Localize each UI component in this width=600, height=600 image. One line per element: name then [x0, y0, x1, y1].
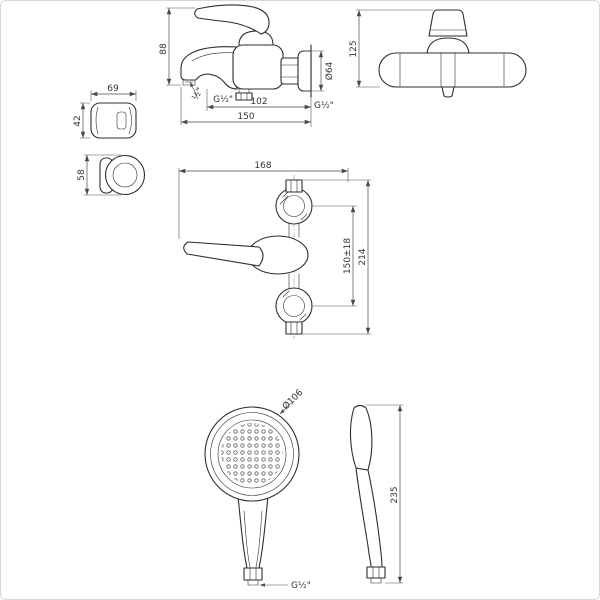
bottom-hex-facets: [290, 321, 298, 335]
top-flange: [275, 187, 313, 225]
top-hex-nut: [285, 179, 303, 193]
dim-holder-height: 58: [77, 154, 121, 196]
hose-nut: [243, 567, 263, 581]
hose-nut-facets: [249, 567, 257, 581]
hose-stub: [247, 579, 259, 586]
dim-label-214: 214: [358, 248, 368, 265]
top-flange-inner: [283, 195, 305, 217]
top-hex-facets: [290, 179, 298, 193]
dim-projection: 150: [180, 87, 311, 125]
mixer-vertical-view: 168 150±18 214: [178, 161, 371, 339]
bracket-front-view: 58: [77, 154, 146, 196]
mixer-side-view: 88 Ø64 G½" ½" 102 150 G½": [159, 4, 335, 127]
cartridge-dome: [238, 30, 274, 46]
dim-height-214: 214: [303, 179, 371, 335]
label-hose-thread: G½": [291, 581, 311, 591]
spray-nozzles: [221, 423, 283, 485]
mixer-front-view: 125: [349, 9, 527, 98]
bracket-contours: [95, 106, 132, 135]
spout-aerator: [182, 79, 196, 86]
handshower-handle-contours: [243, 510, 263, 568]
dim-label-88: 88: [159, 43, 169, 55]
handshower-front-view: Ø106 G½": [204, 387, 311, 591]
bracket-slot: [116, 111, 127, 130]
side-hose-nut-facets: [372, 566, 380, 579]
shower-outlet-nut-facets: [240, 92, 248, 101]
dim-connection-centers: 150±18: [313, 205, 357, 307]
dim-bracket-height: 42: [73, 102, 90, 139]
bracket-side-view: 69 42: [73, 84, 137, 139]
dim-label-150: 150: [237, 112, 254, 122]
dim-bracket-width: 69: [90, 84, 137, 101]
shower-outlet-nut: [235, 92, 253, 101]
valve-lever: [183, 241, 264, 267]
handshower-side-view: 235: [349, 404, 403, 584]
side-head: [349, 404, 373, 471]
dim-overall-height: 88: [159, 7, 195, 86]
side-hose-stub: [370, 577, 382, 584]
dim-label-d106: Ø106: [280, 387, 305, 412]
dim-label-102: 102: [250, 97, 267, 107]
dim-width-168: 168: [178, 161, 349, 239]
dim-length-235: 235: [366, 404, 403, 584]
spout-outline: [180, 46, 238, 90]
bracket-outline: [90, 102, 137, 139]
side-hose-nut: [366, 566, 386, 579]
mixer-body: [232, 44, 284, 90]
dim-label-125: 125: [349, 40, 359, 57]
head-face-ring: [217, 419, 287, 489]
bracket-ring-inner: [112, 162, 138, 188]
dim-label-168: 168: [254, 161, 271, 171]
front-diverter-knob: [441, 86, 455, 98]
bottom-flange: [275, 287, 313, 325]
dim-head-diameter: Ø106: [279, 387, 305, 415]
dim-label-69: 69: [107, 84, 119, 94]
dim-label-42: 42: [73, 115, 83, 126]
dim-label-half-inch: ½": [191, 86, 206, 102]
bottom-hex-nut: [285, 321, 303, 335]
front-dome: [426, 37, 470, 54]
dim-hose-thread: G½": [260, 581, 311, 591]
wall-flange: [297, 50, 312, 92]
bottom-neck: [288, 273, 300, 290]
dim-label-235: 235: [390, 486, 400, 503]
handshower-handle: [237, 495, 269, 569]
spout-detail-line: [191, 52, 238, 62]
hex-nut: [280, 57, 299, 85]
head-middle-ring: [210, 412, 294, 496]
lever-handle: [194, 4, 270, 35]
hex-nut-facets: [280, 64, 299, 78]
front-handle: [428, 9, 468, 37]
side-handle: [355, 467, 383, 568]
front-flange-lines: [399, 53, 505, 87]
dim-front-height: 125: [349, 9, 433, 88]
dim-label-58: 58: [77, 169, 87, 181]
top-neck: [288, 223, 300, 238]
dim-flange-diameter: Ø64: [304, 50, 335, 92]
front-spout-lines: [440, 52, 456, 88]
bottom-flange-shading: [282, 290, 307, 321]
label-shower-outlet-thread: G½": [213, 95, 233, 105]
bracket-ring-outer: [104, 154, 146, 196]
dim-label-d64: Ø64: [324, 61, 335, 80]
shower-outlet-stub: [238, 88, 250, 94]
label-wall-thread: G½": [314, 101, 334, 111]
dim-label-150-18: 150±18: [343, 238, 353, 274]
bottom-flange-inner: [283, 295, 305, 317]
